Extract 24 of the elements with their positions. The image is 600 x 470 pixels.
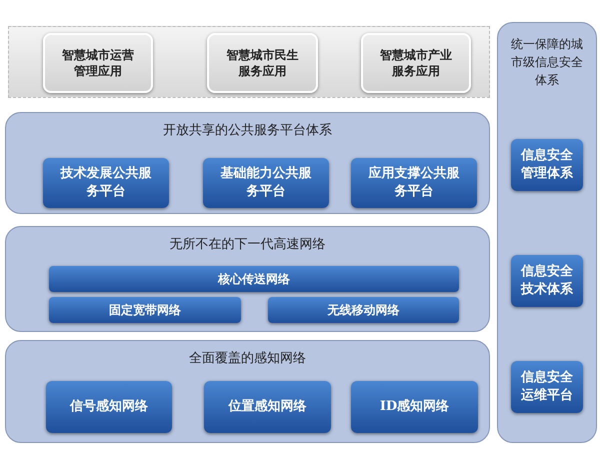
security-column <box>497 22 597 443</box>
application-box: 智慧城市运营管理应用 <box>43 33 153 93</box>
layer-panel <box>5 112 490 214</box>
platform-box: 位置感知网络 <box>204 381 331 433</box>
platform-box: 信息安全管理体系 <box>511 139 583 191</box>
layer-title: 统一保障的城市级信息安全体系 <box>510 36 584 89</box>
application-band <box>8 26 490 98</box>
application-box: 智慧城市产业服务应用 <box>361 33 471 93</box>
network-bar: 固定宽带网络 <box>49 297 241 323</box>
layer-title: 无所不在的下一代高速网络 <box>170 236 326 254</box>
network-bar: 无线移动网络 <box>268 297 459 323</box>
platform-box: 信号感知网络 <box>46 381 172 433</box>
platform-box: 信息安全技术体系 <box>511 255 583 307</box>
platform-box: 技术发展公共服务平台 <box>43 158 169 208</box>
platform-box: ID感知网络 <box>351 381 478 433</box>
platform-box: 基础能力公共服务平台 <box>203 158 329 208</box>
platform-box: 信息安全运维平台 <box>511 361 583 413</box>
network-bar: 核心传送网络 <box>49 266 459 292</box>
layer-title: 开放共享的公共服务平台体系 <box>163 122 332 140</box>
layer-panel <box>5 226 490 332</box>
application-box: 智慧城市民生服务应用 <box>207 33 318 93</box>
layer-title: 全面覆盖的感知网络 <box>189 350 306 368</box>
layer-panel <box>5 340 490 443</box>
platform-box: 应用支撑公共服务平台 <box>351 158 477 208</box>
